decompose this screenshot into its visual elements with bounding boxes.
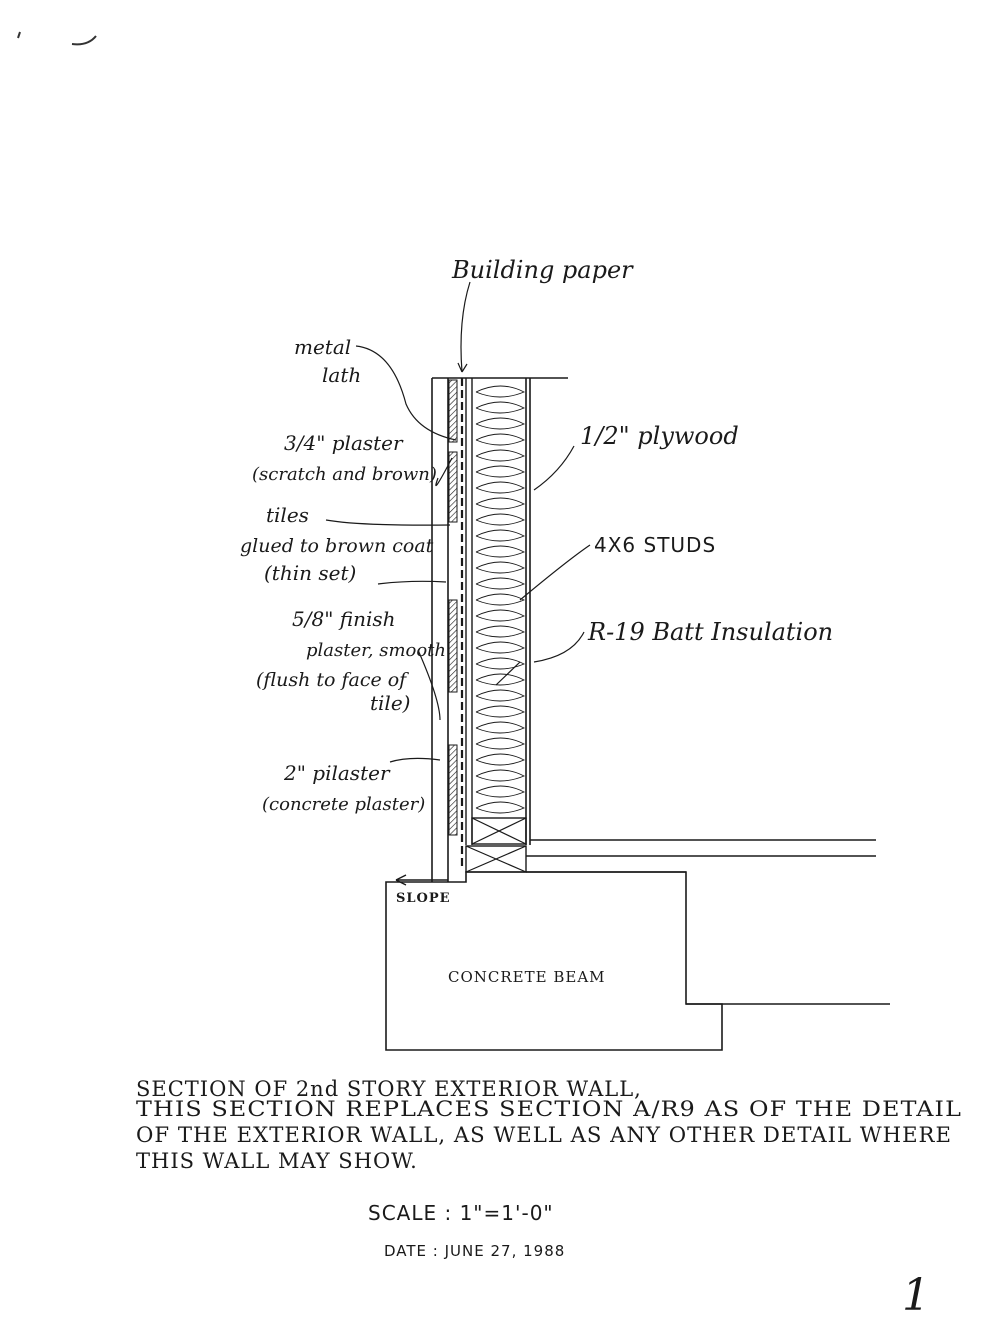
note-line-1: SECTION OF 2nd STORY EXTERIOR WALL, [136, 1077, 642, 1101]
label-tiles-2: glued to brown coat [240, 535, 434, 557]
label-concrete-beam: CONCRETE BEAM [448, 968, 606, 986]
label-pilaster-1: 2" pilaster [283, 761, 391, 785]
label-slope: SLOPE [396, 891, 451, 906]
label-tiles-3: (thin set) [264, 561, 356, 585]
note-line-2: THIS SECTION REPLACES SECTION A/R9 AS OF… [136, 1097, 962, 1121]
leader-lines [325, 281, 591, 763]
sheet-number: 1 [902, 1270, 930, 1321]
date-note: DATE : JUNE 27, 1988 [384, 1242, 565, 1260]
label-plaster-34-1: 3/4" plaster [284, 431, 404, 455]
bottom-plate [471, 817, 527, 845]
label-plaster-34-2: (scratch and brown) [252, 464, 437, 485]
label-pilaster-2: (concrete plaster) [262, 794, 425, 815]
label-metal-lath-2: lath [322, 363, 361, 387]
batt-insulation [475, 385, 526, 814]
label-studs: 4X6 STUDS [594, 533, 716, 557]
wall-assembly [385, 377, 890, 1051]
tile-layer [448, 379, 458, 443]
label-tiles-1: tiles [266, 503, 309, 527]
label-plywood: 1/2" plywood [580, 422, 739, 450]
note-line-3: OF THE EXTERIOR WALL, AS WELL AS ANY OTH… [136, 1123, 952, 1147]
scale-note: SCALE : 1"=1'-0" [368, 1201, 554, 1225]
stray-marks [17, 31, 97, 46]
note-line-4: THIS WALL MAY SHOW. [136, 1149, 418, 1173]
label-insulation: R-19 Batt Insulation [587, 618, 833, 646]
label-finish-1: 5/8" finish [292, 607, 396, 631]
label-finish-3: (flush to face of [256, 669, 409, 691]
label-finish-2: plaster, smooth [306, 640, 446, 661]
label-metal-lath-1: metal [294, 335, 351, 359]
label-building-paper: Building paper [451, 256, 634, 284]
label-finish-4: tile) [370, 691, 410, 715]
